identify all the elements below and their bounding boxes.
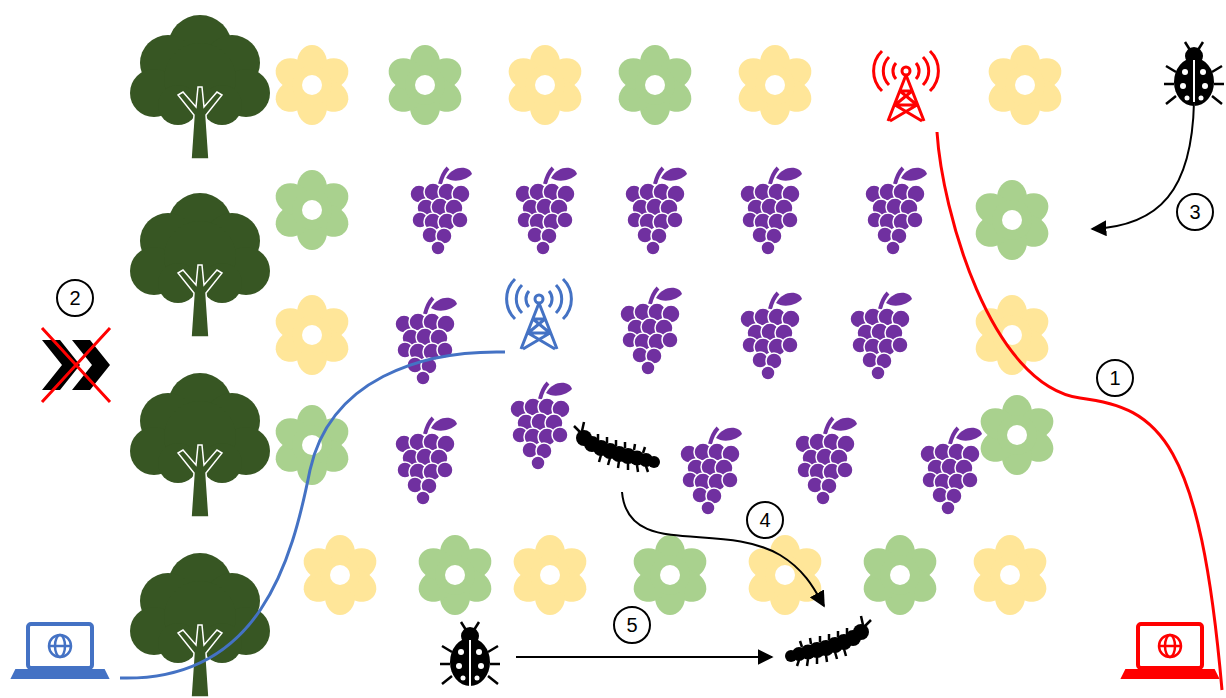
grape-vine [795,418,857,505]
callout-number: 2 [56,279,94,317]
grape-vine [850,293,912,380]
flower [970,180,1054,260]
callout-number: 4 [746,501,784,539]
callout-number: 1 [1096,359,1134,397]
grape-vine [920,428,982,515]
grape-vine [510,383,572,470]
flower [975,395,1059,475]
grape-vine [680,428,742,515]
grape-vine [620,288,682,375]
grape-vine [395,298,457,385]
flower [613,45,697,125]
flower [628,535,712,615]
flower [383,45,467,125]
flower [298,535,382,615]
illustration-part [42,328,110,402]
callout-number: 3 [1176,193,1214,231]
flower [270,170,354,250]
flower [413,535,497,615]
grape-vine [740,293,802,380]
grape-vine [410,168,472,255]
grape-vine [515,168,577,255]
grape-vine [395,418,457,505]
grape-rows [395,168,982,515]
red-tower [874,51,939,121]
tree [130,15,270,159]
flower [983,45,1067,125]
flower [968,535,1052,615]
flower [270,405,354,485]
caterpillar [785,616,871,666]
ladybug [1164,42,1224,106]
flower [858,535,942,615]
blue-laptop [12,624,108,678]
flower [270,295,354,375]
grape-vine [625,168,687,255]
flower [743,535,827,615]
tree [130,373,270,517]
flower [733,45,817,125]
red-link [937,132,1222,690]
red-laptop [1122,624,1218,678]
blocked-chevron-symbol [42,328,110,402]
flower [970,295,1054,375]
grape-vine [865,168,927,255]
arrow [516,656,772,658]
flower [270,45,354,125]
blue-tower [507,279,572,349]
grape-vine [740,168,802,255]
arrow [622,492,824,606]
flower [503,45,587,125]
blue-link [120,352,505,678]
ladybug [440,622,500,686]
flower-border [270,45,1067,615]
caterpillar [574,422,660,472]
tree-row [130,15,270,697]
callout-number: 5 [613,606,651,644]
tree [130,193,270,337]
flower [508,535,592,615]
